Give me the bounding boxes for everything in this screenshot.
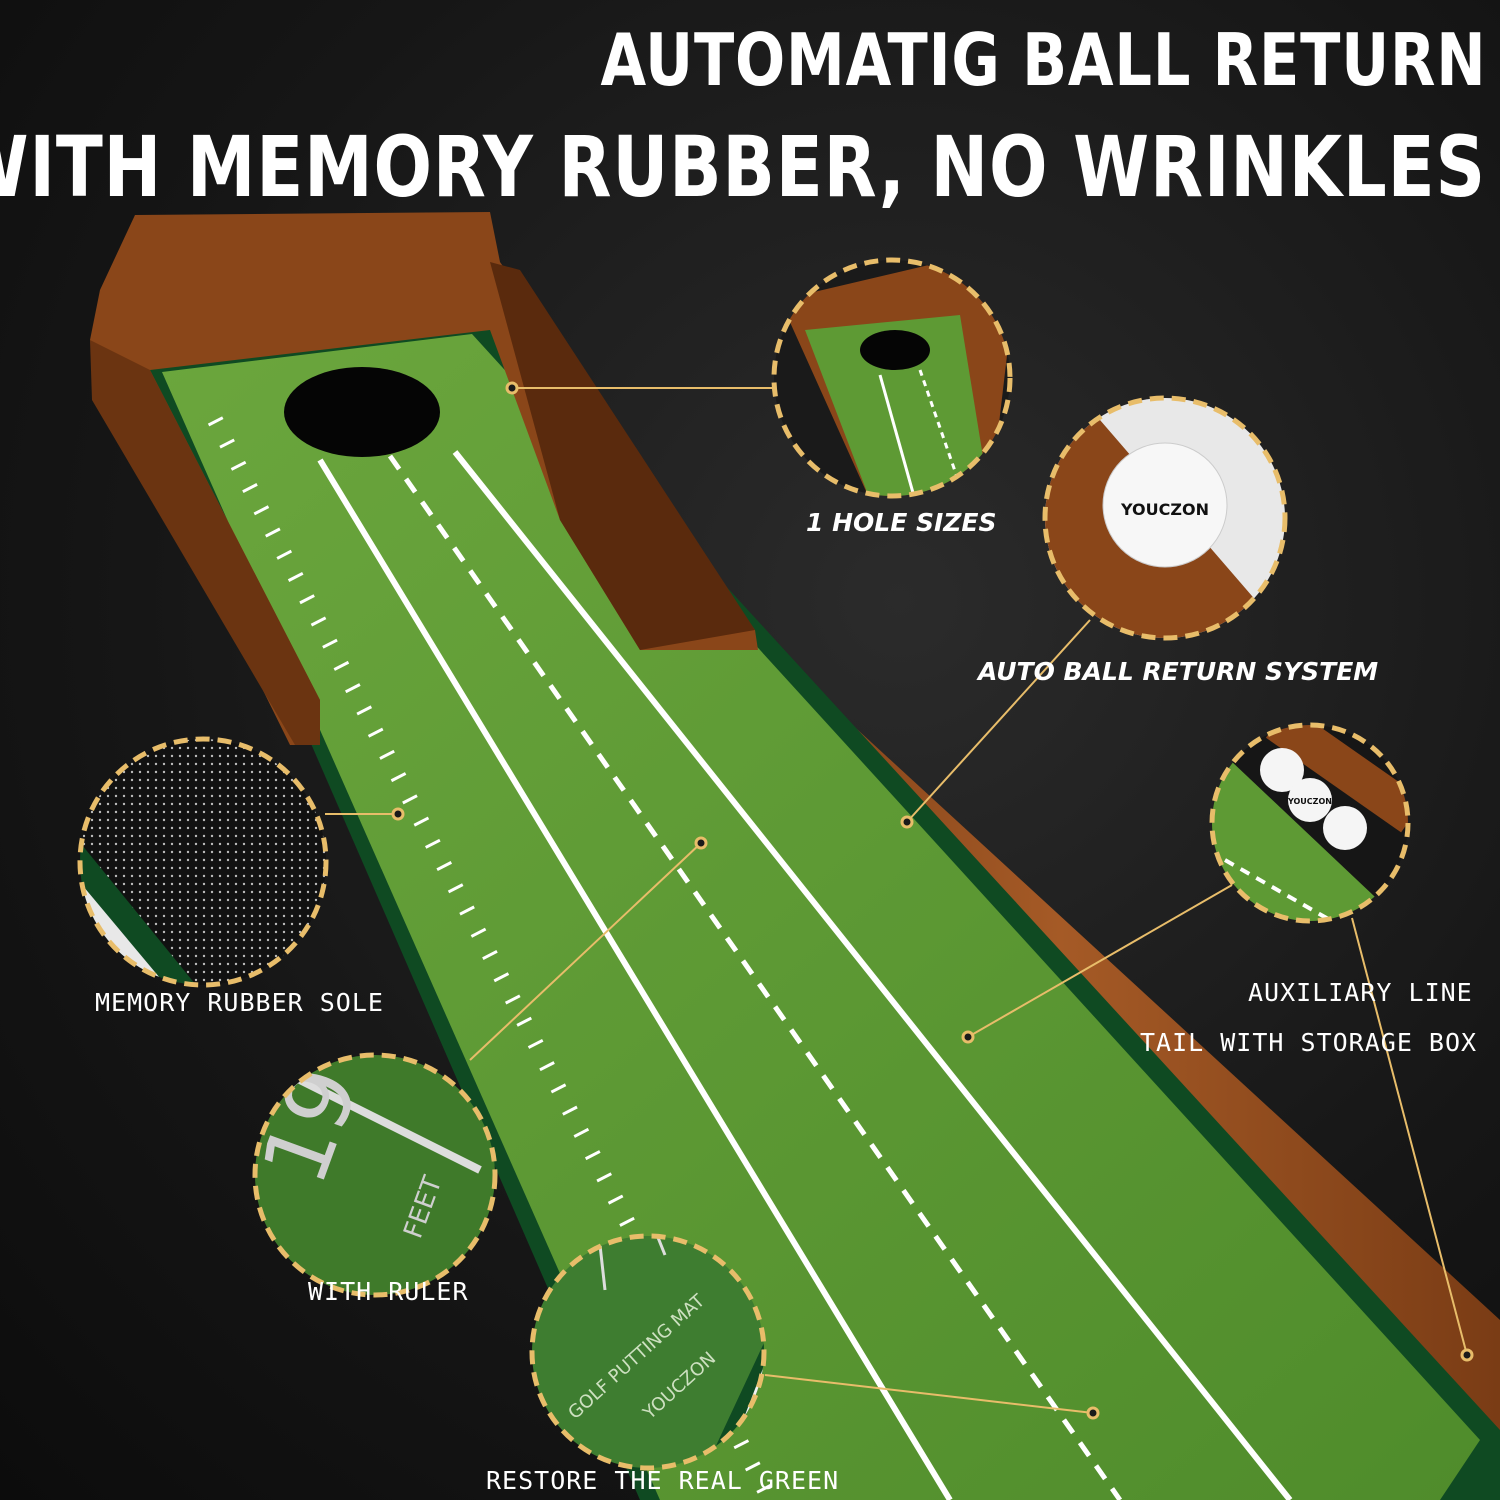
headline-line-2: WITH MEMORY RUBBER, NO WRINKLES <box>0 118 1486 216</box>
label-tail-storage-box: TAIL WITH STORAGE BOX <box>1140 1028 1478 1057</box>
mat-hole <box>284 367 440 457</box>
label-with-ruler: WITH RULER <box>308 1277 469 1306</box>
wood-box-side <box>90 340 320 745</box>
putting-mat-surface <box>162 334 1480 1500</box>
ruler-ticks <box>207 416 778 1500</box>
headline-line-1: AUTOMATIG BALL RETURN <box>600 18 1486 102</box>
label-hole-sizes: 1 HOLE SIZES <box>806 508 997 537</box>
ball-brand-small: YOUCZON <box>1287 797 1332 806</box>
leader-lines <box>325 387 1468 1414</box>
mat-line-right <box>452 450 1293 1500</box>
label-restore-real-green: RESTORE THE REAL GREEN <box>486 1466 840 1495</box>
label-memory-rubber-sole: MEMORY RUBBER SOLE <box>95 988 384 1017</box>
label-auto-ball-return: AUTO BALL RETURN SYSTEM <box>978 657 1379 686</box>
callout-hole-detail <box>771 257 1013 499</box>
callout-storage-box: YOUCZON <box>1209 722 1411 924</box>
callout-real-green: GOLF PUTTING MAT YOUCZON <box>529 1233 767 1471</box>
leader-dots <box>391 381 1474 1420</box>
callout-memory-rubber <box>77 736 329 988</box>
ball-brand-logo: YOUCZON <box>1120 500 1209 519</box>
label-auxiliary-line: AUXILIARY LINE <box>1248 978 1473 1007</box>
callout-ball-return: YOUCZON <box>1042 395 1288 641</box>
callout-ruler: 19 FEET <box>252 1052 498 1298</box>
mat-line-left <box>317 458 953 1500</box>
wood-box-inner <box>490 262 755 650</box>
